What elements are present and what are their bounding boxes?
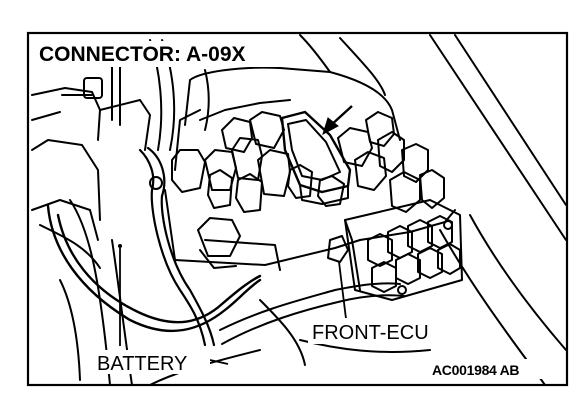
figure-code-bg	[428, 359, 552, 379]
connector-pointer-arrow	[322, 105, 353, 136]
body-panel-right	[299, 34, 567, 386]
battery-leader-tick	[209, 359, 229, 365]
battery-label-bg	[94, 350, 210, 374]
battery-label: BATTERY	[97, 353, 187, 375]
fuse-block-front-ecu	[327, 199, 463, 301]
figure-code: AC001984 AB	[432, 362, 519, 378]
battery-leader-dot	[118, 244, 122, 248]
front-ecu-label: FRONT-ECU	[312, 322, 429, 344]
small-plug	[197, 217, 241, 269]
front-ecu-label-bg	[308, 318, 458, 344]
relay-block-right-group	[287, 111, 445, 213]
diagram-border	[26, 31, 569, 387]
title-bg	[36, 41, 280, 67]
diagram-title: CONNECTOR: A-09X	[39, 43, 246, 66]
